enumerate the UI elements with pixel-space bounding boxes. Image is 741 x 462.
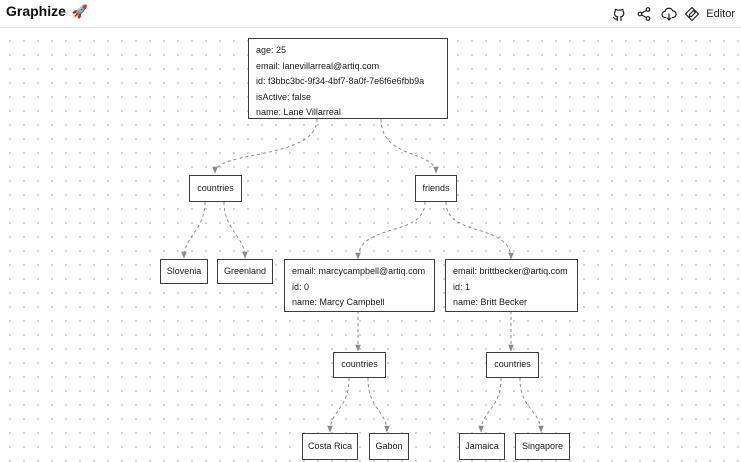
- root-countries-label: countries: [197, 182, 234, 193]
- country-node-costa-rica[interactable]: Costa Rica: [302, 433, 358, 460]
- friend-node-britt-becker[interactable]: email: brittbecker@artiq.com id: 1 name:…: [445, 259, 578, 312]
- app-header: Graphize 🚀 Editor: [0, 0, 741, 28]
- countries-label: countries: [341, 359, 378, 370]
- country-node-gabon[interactable]: Gabon: [369, 433, 409, 460]
- friend-field-name: name: Britt Becker: [453, 297, 528, 307]
- friend-field-name: name: Marcy Campbell: [292, 297, 385, 307]
- toolbar: Editor: [607, 0, 741, 28]
- friend-field-email: email: marcycampbell@artiq.com: [292, 266, 426, 276]
- root-object-node[interactable]: age: 25 email: lanevillarreal@artiq.com …: [248, 38, 448, 119]
- friend-field-email: email: brittbecker@artiq.com: [453, 266, 568, 276]
- root-field-age: age: 25: [256, 45, 287, 55]
- country-label: Slovenia: [166, 265, 202, 276]
- country-label: Singapore: [521, 440, 564, 451]
- root-field-isactive: isActive: false: [256, 91, 312, 102]
- editor-button[interactable]: Editor: [682, 2, 741, 26]
- friends-node[interactable]: friends: [415, 175, 457, 202]
- root-field-email: email: lanevillarreal@artiq.com: [256, 60, 380, 71]
- root-field-id: id: f3bbc3bc-9f34-4bf7-8a0f-7e6f6e6fbb9a: [256, 76, 425, 86]
- app-brand: Graphize 🚀: [6, 3, 88, 20]
- countries-label: countries: [494, 359, 531, 370]
- country-label: Jamaica: [465, 440, 499, 451]
- country-label: Costa Rica: [307, 440, 352, 451]
- editor-icon: [685, 6, 700, 22]
- friend-node-marcy-campbell[interactable]: email: marcycampbell@artiq.com id: 0 nam…: [284, 259, 435, 312]
- country-node-greenland[interactable]: Greenland: [217, 259, 273, 284]
- marcy-countries-node[interactable]: countries: [333, 352, 386, 378]
- country-node-jamaica[interactable]: Jamaica: [459, 433, 505, 460]
- app-title: Graphize: [6, 3, 66, 19]
- editor-label: Editor: [706, 8, 735, 20]
- download-icon[interactable]: [657, 2, 681, 26]
- country-label: Gabon: [375, 440, 403, 451]
- root-field-name: name: Lane Villarreal: [256, 107, 341, 117]
- friend-field-id: id: 0: [292, 281, 310, 292]
- github-icon[interactable]: [607, 2, 631, 26]
- friends-label: friends: [422, 182, 450, 193]
- rocket-icon: 🚀: [71, 4, 88, 19]
- share-icon[interactable]: [632, 2, 656, 26]
- friend-field-id: id: 1: [453, 281, 471, 292]
- country-node-singapore[interactable]: Singapore: [515, 433, 570, 460]
- britt-countries-node[interactable]: countries: [486, 352, 539, 378]
- root-countries-node[interactable]: countries: [189, 175, 242, 202]
- country-node-slovenia[interactable]: Slovenia: [160, 259, 208, 284]
- country-label: Greenland: [223, 265, 267, 276]
